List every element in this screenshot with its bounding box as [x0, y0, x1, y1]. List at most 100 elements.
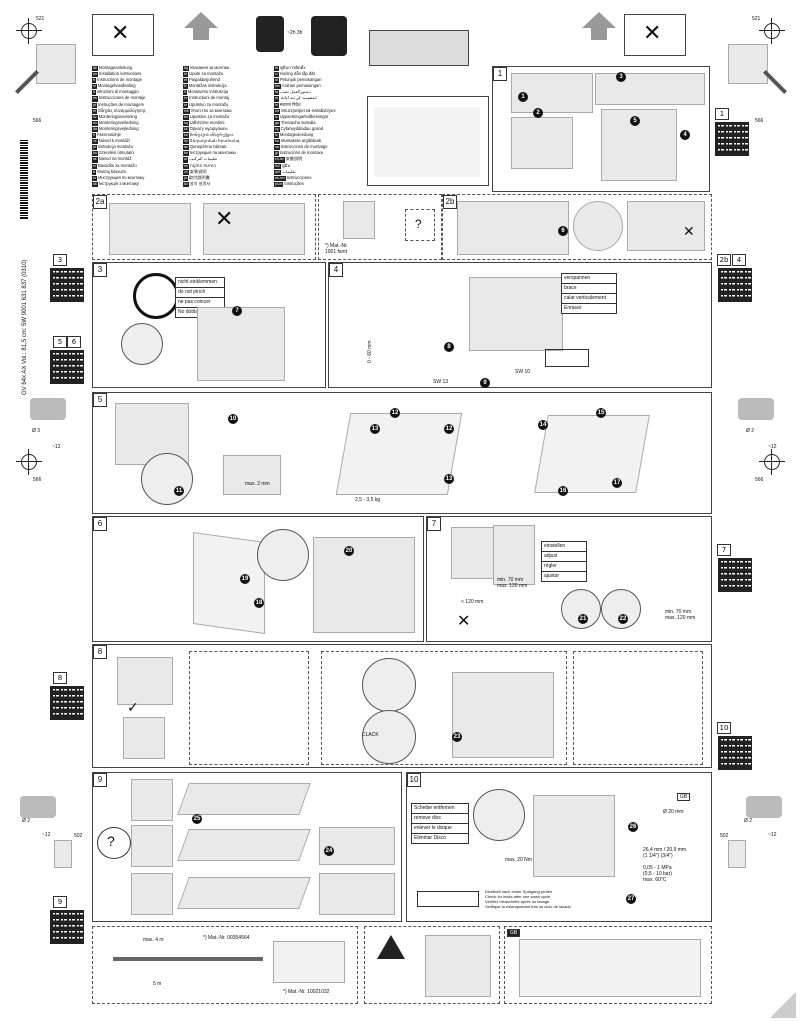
leveling-icon-box: [545, 349, 589, 367]
step-badge: 14: [538, 420, 548, 430]
dim-12: ~12: [52, 444, 61, 450]
step-badge: 25: [192, 814, 202, 824]
qr-code[interactable]: [50, 910, 84, 944]
step-number: 1: [493, 67, 507, 81]
drill-icon-right: [738, 398, 774, 420]
language-code: ca: [274, 145, 280, 151]
language-title: Arahan pemasangan: [281, 83, 321, 89]
language-code: it: [92, 90, 96, 96]
max-4m-label: max. 4 m: [143, 937, 164, 943]
language-code: is: [274, 114, 279, 120]
step-8-cabinet-drawing: [123, 717, 165, 759]
language-code: ar2: [274, 169, 282, 175]
no-pinch-circle: [133, 273, 179, 319]
min-70-label-2: min. 70 mm: [665, 609, 692, 615]
step-9-bar-drawing: [177, 783, 311, 815]
step-number: 9: [93, 773, 107, 787]
qr-code[interactable]: [718, 268, 752, 302]
bottom-hose-panel: max. 4 m 5 m *) Mat.-Nr. 00354564 *) Mat…: [92, 926, 358, 1004]
parts-list-box: [367, 96, 489, 186]
language-code: gl: [274, 151, 279, 157]
spec-line: (0,5 - 10 bar): [643, 871, 672, 877]
clack-label: CLACK: [362, 732, 379, 738]
up-arrow-icon: [184, 12, 218, 28]
language-code: hy: [183, 139, 189, 145]
qr-code[interactable]: [715, 122, 749, 156]
language-title: Szerelési útmutató: [99, 150, 134, 156]
step-6-panel: 6: [92, 516, 424, 642]
language-title: Upute za montažu: [189, 71, 224, 77]
dim-502-right: 502: [720, 833, 729, 839]
step-2b-illustration: [573, 201, 623, 251]
language-code: fr: [92, 78, 97, 84]
step-2a-illustration: [203, 203, 305, 255]
step-badge: 24: [324, 846, 334, 856]
step-badge: 12: [444, 424, 454, 434]
up-arrow-body: [193, 28, 209, 40]
qr-code[interactable]: [718, 558, 752, 592]
step-8-sub-panel: [573, 651, 703, 765]
language-code: da: [92, 126, 98, 133]
detail-circle: [257, 529, 309, 581]
language-code: hu: [92, 151, 98, 157]
step-badge: 6: [558, 226, 568, 236]
step-4-label-box: verspannen brace calar verticalement Enr…: [561, 273, 617, 314]
gb-badge: GB: [677, 793, 691, 801]
language-title: Uputstvo za montažu: [189, 113, 230, 119]
step-2-middle-illustration: [343, 201, 375, 239]
language-code: az: [183, 145, 189, 151]
qr-code[interactable]: [50, 350, 84, 384]
step-1-illustration: [595, 73, 705, 105]
registration-mark-left-mid: [16, 449, 42, 475]
screw-fixture-left: [54, 840, 72, 868]
step-badge: 4: [680, 130, 690, 140]
language-title: Monteringsveiledning: [99, 119, 139, 125]
leak-note-line: Dichtheit nach erster Spülgang prüfen: [485, 889, 553, 894]
language-code: lt: [183, 90, 187, 96]
language-title: คู่มือ: [282, 162, 291, 168]
label-line: adjust: [542, 552, 586, 562]
gb-badge-bottom: GB: [507, 929, 521, 937]
language-code: ur: [274, 96, 280, 102]
dim-566-left: 566: [33, 118, 42, 124]
language-title: Navodila za montažo: [97, 162, 137, 168]
step-badge: 2: [533, 108, 543, 118]
qr-code[interactable]: [718, 736, 752, 770]
step-badge: 12: [390, 408, 400, 418]
cross-icon: ✕: [215, 207, 234, 232]
registration-mark-top-left: [16, 18, 42, 44]
step-badge: 1: [518, 92, 528, 102]
language-code: pt: [92, 102, 97, 108]
qr-code[interactable]: [50, 268, 84, 302]
language-title: Montāžas instrukcija: [188, 83, 227, 89]
installer-tools-icon: [256, 16, 284, 52]
language-code: sq: [183, 120, 189, 126]
leak-check-icons: [417, 891, 479, 907]
step-2-middle-panel: *) Mat.-Nr. 1001 fsmt ?: [318, 194, 442, 260]
language-code: eu: [274, 139, 280, 145]
step-8-dishwasher-drawing: [452, 672, 554, 758]
step-5-door-drawing: [335, 413, 463, 495]
step-5-panel-drawing: [223, 455, 281, 495]
language-code: ru: [92, 175, 98, 181]
qr-code[interactable]: [50, 686, 84, 720]
language-title: คู่มือการติดตั้ง: [280, 65, 306, 70]
step-3-dishwasher-drawing: [197, 307, 285, 381]
step-number: 6: [93, 517, 107, 531]
